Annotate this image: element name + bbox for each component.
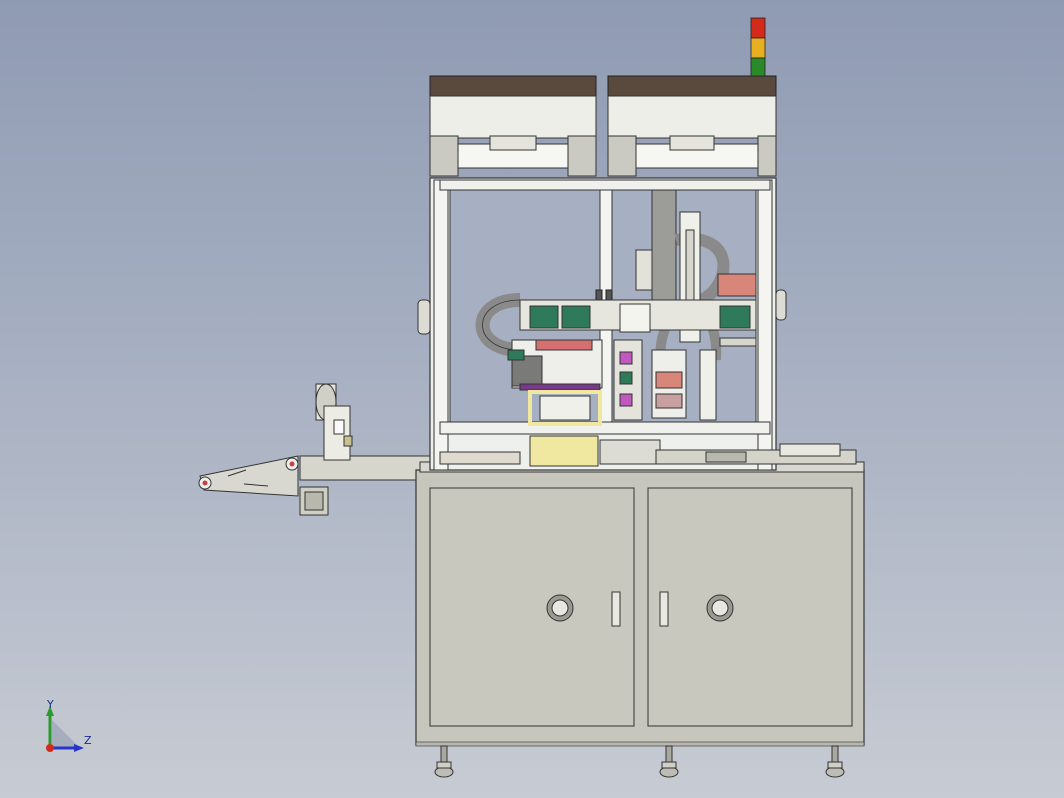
door-handle-left[interactable]: [611, 591, 621, 627]
outfeed-conveyor: [198, 383, 431, 516]
axis-triad: [46, 706, 84, 752]
cabinet-door-left[interactable]: [429, 487, 635, 727]
base-cabinet: [415, 461, 865, 747]
cabinet-door-right[interactable]: [647, 487, 853, 727]
frame-handle-right[interactable]: [775, 289, 787, 321]
door-handle-right[interactable]: [659, 591, 669, 627]
hopper-left: [429, 75, 597, 177]
y-axis-label: Y: [47, 698, 54, 711]
hopper-right: [607, 75, 777, 177]
z-axis-label: Z: [84, 734, 92, 747]
interior-mechanism: [439, 189, 857, 467]
signal-tower: [750, 17, 766, 77]
frame-handle-left[interactable]: [417, 299, 431, 335]
leveling-feet: [434, 745, 845, 778]
